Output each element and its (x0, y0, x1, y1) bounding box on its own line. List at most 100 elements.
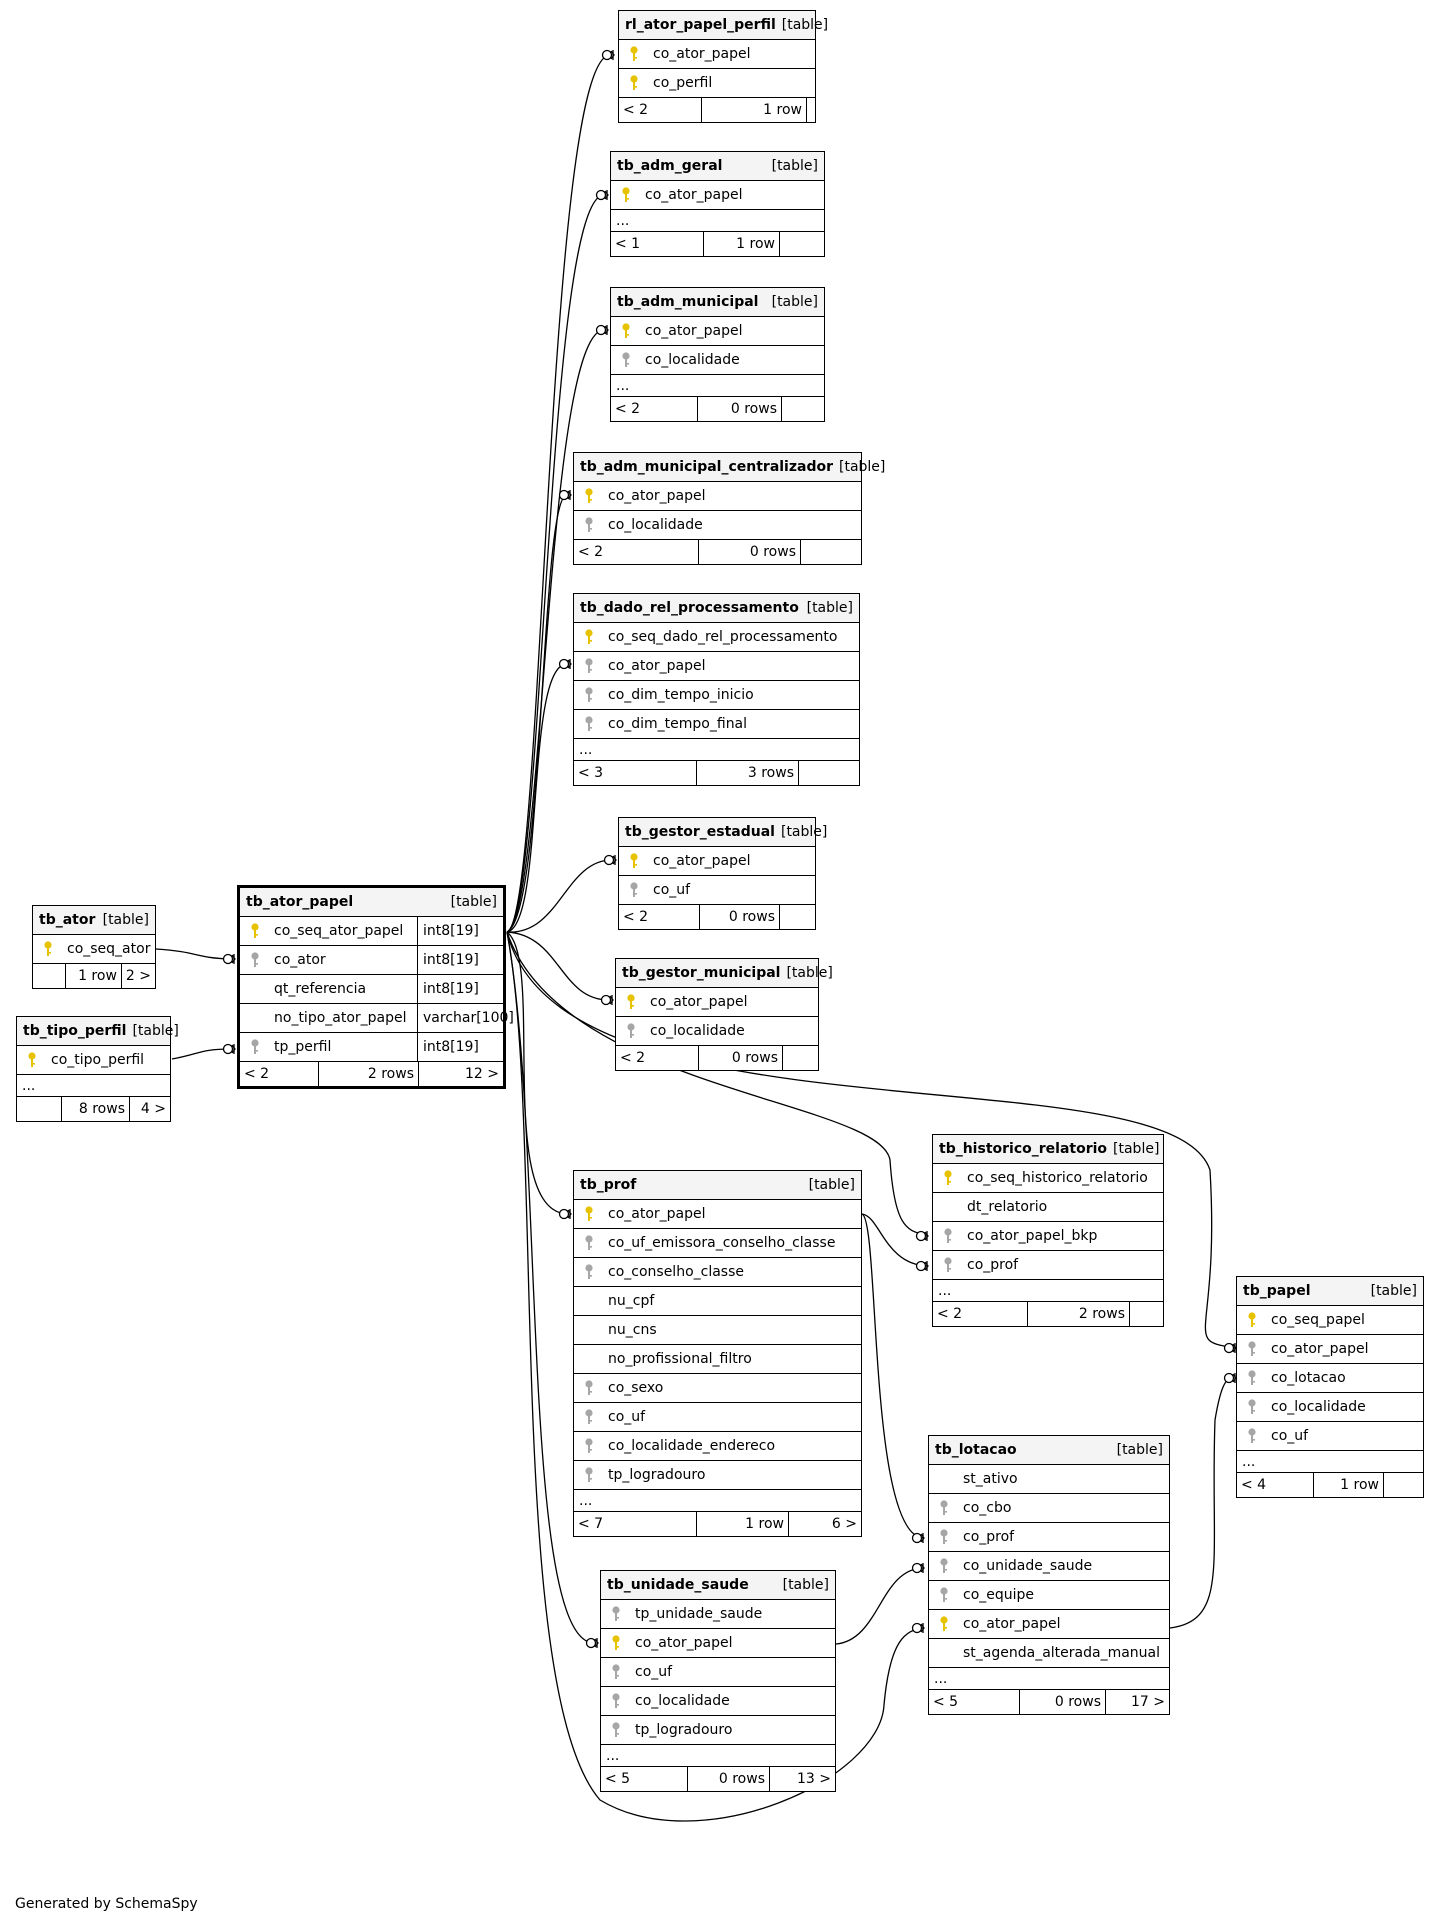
more-columns-ellipsis[interactable]: ... (929, 1668, 1169, 1690)
child-count[interactable]: 4 > (129, 1097, 170, 1121)
row-count[interactable]: 3 rows (696, 761, 798, 785)
table-tb-tipo-perfil[interactable]: tb_tipo_perfil[table]co_tipo_perfil...8 … (16, 1016, 179, 1122)
table-name[interactable]: tb_tipo_perfil (23, 1023, 127, 1039)
column-row[interactable]: co_ator_papel (619, 40, 815, 69)
parent-count[interactable]: < 2 (623, 102, 649, 118)
column-row[interactable]: co_seq_papel (1237, 1306, 1423, 1335)
column-row[interactable]: co_localidade_endereco (574, 1432, 861, 1461)
row-count[interactable]: 0 rows (698, 540, 800, 564)
column-row[interactable]: co_ator_papel (601, 1629, 835, 1658)
row-count[interactable]: 0 rows (1019, 1690, 1105, 1714)
column-row[interactable]: co_tipo_perfil (17, 1046, 170, 1075)
parent-count[interactable]: < 7 (578, 1516, 604, 1532)
table-name[interactable]: tb_ator (39, 912, 96, 928)
column-row[interactable]: co_ator_papel (611, 181, 824, 210)
table-header[interactable]: tb_unidade_saude[table] (601, 1571, 835, 1600)
parent-count[interactable]: < 5 (933, 1694, 959, 1710)
table-tb-dado-rel-processamento[interactable]: tb_dado_rel_processamento[table]co_seq_d… (573, 593, 860, 786)
table-header[interactable]: tb_tipo_perfil[table] (17, 1017, 179, 1046)
column-row[interactable]: co_localidade (616, 1017, 818, 1046)
table-name[interactable]: tb_unidade_saude (607, 1577, 749, 1593)
column-row[interactable]: st_ativo (929, 1465, 1169, 1494)
table-name[interactable]: tb_prof (580, 1177, 637, 1193)
column-row[interactable]: co_lotacao (1237, 1364, 1423, 1393)
column-row[interactable]: co_uf_emissora_conselho_classe (574, 1229, 861, 1258)
child-count[interactable]: 17 > (1105, 1690, 1169, 1714)
column-row[interactable]: co_ator_papel (619, 847, 815, 876)
table-tb-adm-municipal-centralizador[interactable]: tb_adm_municipal_centralizador[table]co_… (573, 452, 885, 565)
column-row[interactable]: co_localidade (601, 1687, 835, 1716)
child-count[interactable]: 13 > (769, 1767, 835, 1791)
table-header[interactable]: tb_papel[table] (1237, 1277, 1423, 1306)
more-columns-ellipsis[interactable]: ... (574, 739, 859, 761)
column-row[interactable]: no_profissional_filtro (574, 1345, 861, 1374)
more-columns-ellipsis[interactable]: ... (611, 375, 824, 397)
table-header[interactable]: tb_ator_papel[table] (240, 888, 503, 917)
table-header[interactable]: rl_ator_papel_perfil[table] (619, 11, 828, 40)
parent-count[interactable]: < 2 (578, 544, 604, 560)
more-columns-ellipsis[interactable]: ... (574, 1490, 861, 1512)
row-count[interactable]: 2 rows (318, 1062, 418, 1086)
row-count[interactable]: 1 row (1313, 1473, 1383, 1497)
table-header[interactable]: tb_lotacao[table] (929, 1436, 1169, 1465)
table-name[interactable]: tb_dado_rel_processamento (580, 600, 799, 616)
table-header[interactable]: tb_prof[table] (574, 1171, 861, 1200)
table-header[interactable]: tb_historico_relatorio[table] (933, 1135, 1163, 1164)
more-columns-ellipsis[interactable]: ... (17, 1075, 170, 1097)
column-row[interactable]: co_dim_tempo_final (574, 710, 859, 739)
column-row[interactable]: co_localidade (1237, 1393, 1423, 1422)
column-row[interactable]: co_dim_tempo_inicio (574, 681, 859, 710)
table-header[interactable]: tb_adm_municipal_centralizador[table] (574, 453, 885, 482)
column-row[interactable]: st_agenda_alterada_manual (929, 1639, 1169, 1668)
column-row[interactable]: co_ator_papel (611, 317, 824, 346)
column-row[interactable]: co_conselho_classe (574, 1258, 861, 1287)
row-count[interactable]: 0 rows (697, 397, 781, 421)
column-row[interactable]: co_ator_papel_bkp (933, 1222, 1163, 1251)
more-columns-ellipsis[interactable]: ... (933, 1280, 1163, 1302)
table-name[interactable]: tb_lotacao (935, 1442, 1017, 1458)
table-name[interactable]: tb_historico_relatorio (939, 1141, 1108, 1157)
column-row[interactable]: co_uf (601, 1658, 835, 1687)
column-row[interactable]: co_ator_papel (616, 988, 818, 1017)
table-header[interactable]: tb_dado_rel_processamento[table] (574, 594, 859, 623)
column-row[interactable]: co_uf (1237, 1422, 1423, 1451)
table-header[interactable]: tb_adm_municipal[table] (611, 288, 824, 317)
row-count[interactable]: 1 row (701, 98, 806, 122)
row-count[interactable]: 0 rows (698, 1046, 782, 1070)
column-row[interactable]: co_prof (933, 1251, 1163, 1280)
parent-count[interactable]: < 2 (937, 1306, 963, 1322)
column-row[interactable]: co_cbo (929, 1494, 1169, 1523)
column-row[interactable]: co_seq_historico_relatorio (933, 1164, 1163, 1193)
more-columns-ellipsis[interactable]: ... (601, 1745, 835, 1767)
parent-count[interactable]: < 1 (615, 236, 641, 252)
parent-count[interactable]: < 2 (244, 1066, 270, 1082)
column-row[interactable]: co_unidade_saude (929, 1552, 1169, 1581)
column-row[interactable]: co_prof (929, 1523, 1169, 1552)
column-row[interactable]: co_equipe (929, 1581, 1169, 1610)
more-columns-ellipsis[interactable]: ... (1237, 1451, 1423, 1473)
parent-count[interactable]: < 5 (605, 1771, 631, 1787)
column-row[interactable]: dt_relatorio (933, 1193, 1163, 1222)
row-count[interactable]: 0 rows (699, 905, 779, 929)
child-count[interactable]: 12 > (418, 1062, 503, 1086)
child-count[interactable]: 2 > (120, 964, 155, 988)
parent-count[interactable]: < 4 (1241, 1477, 1267, 1493)
table-rl-ator-papel-perfil[interactable]: rl_ator_papel_perfil[table]co_ator_papel… (618, 10, 828, 123)
column-row[interactable]: co_ator_papel (574, 482, 861, 511)
row-count[interactable]: 1 row (696, 1512, 788, 1536)
column-row[interactable]: co_uf (619, 876, 815, 905)
table-header[interactable]: tb_adm_geral[table] (611, 152, 824, 181)
column-row[interactable]: co_localidade (574, 511, 861, 540)
table-header[interactable]: tb_gestor_estadual[table] (619, 818, 827, 847)
column-row[interactable]: co_sexo (574, 1374, 861, 1403)
